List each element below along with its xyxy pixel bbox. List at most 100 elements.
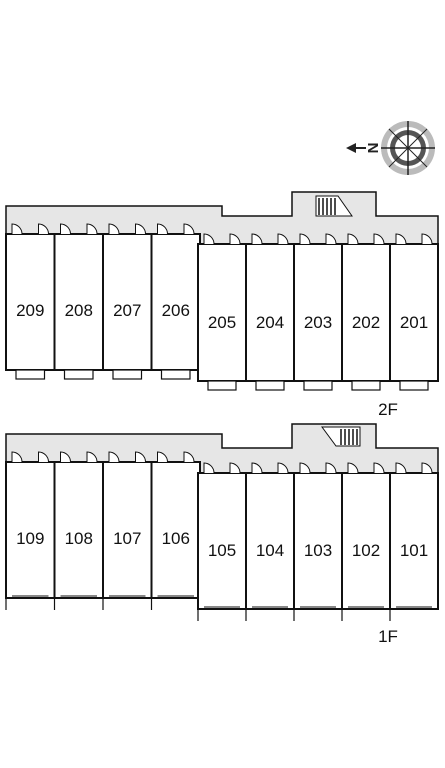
room-number: 104 [256,541,284,560]
room-number: 209 [16,301,44,320]
balcony [207,380,237,391]
room-number: 103 [304,541,332,560]
balcony [399,380,429,391]
rooms-1f-west: 109 108 107 106 [5,451,201,610]
floor-label-1f: 1F [378,627,398,646]
floor-2f: 209 208 207 206 205 204 203 202 201 2F [5,191,439,419]
balcony [303,380,333,391]
balcony [15,369,46,380]
door-icon [277,462,289,474]
room-outline [389,472,439,610]
room-number: 109 [16,529,44,548]
rooms-1f-east: 105 104 103 102 101 [197,462,439,621]
room-207: 207 [102,223,153,380]
balcony [63,369,94,380]
room-104: 104 [245,462,295,621]
door-icon [86,223,98,235]
door-icon [183,223,195,235]
rooms-2f-west: 209 208 207 206 [5,223,201,380]
balcony [112,369,143,380]
door-icon [421,233,433,245]
room-number: 203 [304,313,332,332]
room-206: 206 [150,223,201,380]
room-205: 205 [197,233,247,391]
room-outline [53,461,104,599]
room-201: 201 [389,233,439,391]
room-203: 203 [293,233,343,391]
balcony [351,380,381,391]
room-number: 107 [113,529,141,548]
room-outline [245,472,295,610]
door-icon [373,462,385,474]
stair-1f [321,426,361,447]
door-icon [157,223,168,235]
rooms-2f-east: 205 204 203 202 201 [197,233,439,391]
door-icon [203,233,215,245]
room-number: 206 [162,301,190,320]
door-icon [60,451,71,463]
door-icon [11,223,23,235]
door-icon [395,462,407,474]
room-outline [150,461,201,599]
room-101: 101 [389,462,439,621]
room-204: 204 [245,233,295,391]
room-number: 205 [208,313,236,332]
room-outline [5,233,56,371]
door-icon [347,462,359,474]
door-icon [38,451,49,463]
room-number: 105 [208,541,236,560]
door-icon [299,462,311,474]
door-icon [108,451,120,463]
room-209: 209 [5,223,56,380]
stair-2f [315,195,353,217]
room-number: 202 [352,313,380,332]
door-icon [421,462,433,474]
room-102: 102 [341,462,391,621]
door-icon [347,233,359,245]
room-outline [293,472,343,610]
room-107: 107 [102,451,153,610]
door-icon [229,462,241,474]
door-icon [86,451,98,463]
door-icon [135,223,146,235]
room-outline [197,243,247,382]
room-number: 102 [352,541,380,560]
door-icon [229,233,241,245]
door-icon [203,462,215,474]
door-icon [299,233,311,245]
room-number: 207 [113,301,141,320]
room-outline [102,461,153,599]
door-icon [325,233,337,245]
room-202: 202 [341,233,391,391]
door-icon [183,451,195,463]
room-105: 105 [197,462,247,621]
door-icon [38,223,49,235]
room-outline [341,472,391,610]
room-208: 208 [53,223,104,380]
door-icon [373,233,385,245]
door-icon [395,233,407,245]
door-icon [325,462,337,474]
door-icon [251,462,263,474]
room-number: 201 [400,313,428,332]
floor-1f: 109 108 107 106 105 104 103 102 101 1F [5,423,439,646]
room-number: 204 [256,313,284,332]
room-number: 208 [65,301,93,320]
room-109: 109 [5,451,56,610]
floor-label-2f: 2F [378,400,398,419]
door-icon [157,451,168,463]
room-outline [389,243,439,382]
door-icon [11,451,23,463]
room-106: 106 [150,451,201,610]
room-outline [293,243,343,382]
door-icon [108,223,120,235]
room-number: 106 [162,529,190,548]
room-number: 101 [400,541,428,560]
balcony [255,380,285,391]
compass-rose-icon: N [346,121,435,175]
north-letter: N [365,143,382,154]
balcony [160,369,191,380]
room-108: 108 [53,451,104,610]
room-103: 103 [293,462,343,621]
